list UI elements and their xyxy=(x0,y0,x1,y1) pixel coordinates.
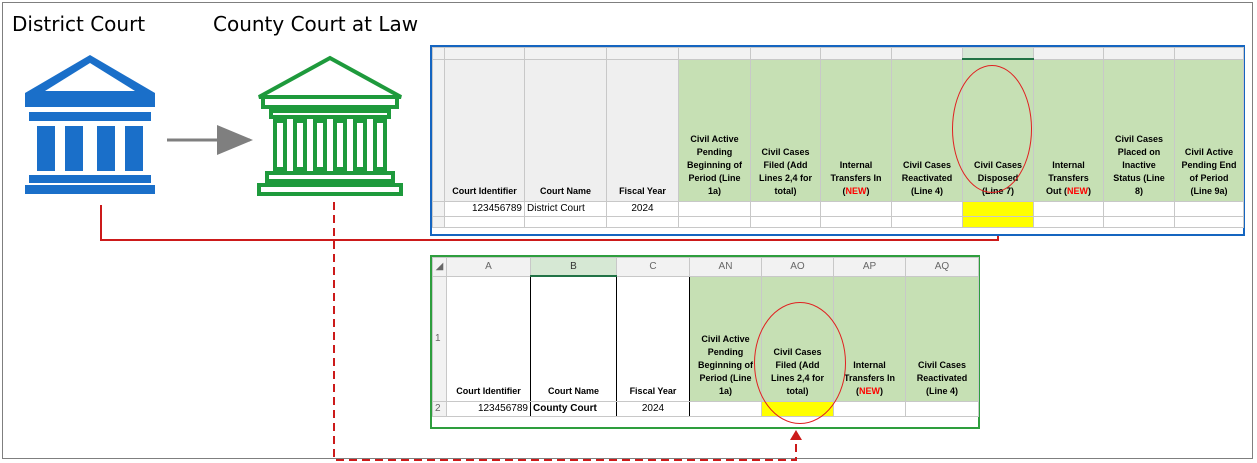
cell-fiscal-year[interactable]: 2024 xyxy=(606,200,679,217)
header-court-identifier[interactable]: Court Identifier xyxy=(444,58,525,202)
cell-empty[interactable] xyxy=(750,200,821,217)
courthouse-outline-icon xyxy=(257,55,403,196)
column-letter xyxy=(606,47,679,60)
column-letter[interactable]: AO xyxy=(761,257,834,277)
header-civil-cases-reactivated[interactable]: Civil Cases Reactivated (Line 4) xyxy=(905,275,979,402)
courthouse-icon xyxy=(25,55,155,194)
column-letter[interactable]: A xyxy=(446,257,531,277)
new-badge: NEW xyxy=(1067,185,1088,196)
header-civil-active-pending-end[interactable]: Civil Active Pending End of Period (Line… xyxy=(1174,58,1244,202)
cell-court-identifier[interactable]: 123456789 xyxy=(444,200,525,217)
row-number xyxy=(432,58,445,202)
column-letter xyxy=(1103,47,1175,60)
column-letter[interactable]: B xyxy=(530,257,617,277)
column-letter[interactable]: AQ xyxy=(905,257,979,277)
header-civil-cases-filed[interactable]: Civil Cases Filed (Add Lines 2,4 for tot… xyxy=(750,58,821,202)
cell-empty[interactable] xyxy=(1103,215,1175,228)
header-internal-transfers-in[interactable]: Internal Transfers In (NEW) xyxy=(820,58,892,202)
column-letter[interactable]: C xyxy=(616,257,690,277)
header-internal-transfers-out[interactable]: Internal Transfers Out (NEW) xyxy=(1033,58,1104,202)
header-court-identifier[interactable]: Court Identifier xyxy=(446,275,531,402)
cell-empty[interactable] xyxy=(1103,200,1175,217)
header-court-name[interactable]: Court Name xyxy=(530,275,617,402)
cell-empty[interactable] xyxy=(689,400,762,417)
header-civil-cases-filed[interactable]: Civil Cases Filed (Add Lines 2,4 for tot… xyxy=(761,275,834,402)
row-number xyxy=(432,200,445,217)
header-civil-cases-inactive[interactable]: Civil Cases Placed on Inactive Status (L… xyxy=(1103,58,1175,202)
header-civil-cases-disposed[interactable]: Civil Cases Disposed (Line 7) xyxy=(962,58,1034,202)
cell-court-name[interactable]: County Court xyxy=(530,400,617,417)
header-fiscal-year[interactable]: Fiscal Year xyxy=(616,275,690,402)
cell-empty[interactable] xyxy=(891,200,963,217)
header-fiscal-year[interactable]: Fiscal Year xyxy=(606,58,679,202)
cell-empty[interactable] xyxy=(1174,215,1244,228)
column-letter xyxy=(962,47,1034,60)
cell-empty[interactable] xyxy=(891,215,963,228)
column-letter xyxy=(444,47,525,60)
cell-court-identifier[interactable]: 123456789 xyxy=(446,400,531,417)
column-letter xyxy=(891,47,963,60)
row-number[interactable]: 2 xyxy=(432,400,447,417)
header-civil-active-pending-beginning[interactable]: Civil Active Pending Beginning of Period… xyxy=(689,275,762,402)
header-internal-transfers-in[interactable]: Internal Transfers In (NEW) xyxy=(833,275,906,402)
county-court-label: County Court at Law xyxy=(213,12,419,36)
cell-empty[interactable] xyxy=(606,215,679,228)
column-letter xyxy=(678,47,751,60)
row-number[interactable]: 1 xyxy=(432,275,447,402)
cell-fiscal-year[interactable]: 2024 xyxy=(616,400,690,417)
cell-empty[interactable] xyxy=(524,215,607,228)
cell-empty[interactable] xyxy=(678,215,751,228)
cell-empty[interactable] xyxy=(1033,215,1104,228)
cell-empty[interactable] xyxy=(678,200,751,217)
cell-empty[interactable] xyxy=(444,215,525,228)
column-letter xyxy=(1033,47,1104,60)
column-letter xyxy=(1174,47,1244,60)
county-connector-arrowhead xyxy=(790,430,802,440)
cell-disposed-highlight[interactable] xyxy=(962,215,1034,228)
column-letter[interactable]: AN xyxy=(689,257,762,277)
column-letter xyxy=(750,47,821,60)
corner-cell xyxy=(432,47,445,60)
cell-empty[interactable] xyxy=(750,215,821,228)
cell-empty[interactable] xyxy=(905,400,979,417)
corner-cell: ◢ xyxy=(432,257,447,277)
column-letter[interactable]: AP xyxy=(833,257,906,277)
column-letter xyxy=(524,47,607,60)
header-civil-cases-reactivated[interactable]: Civil Cases Reactivated (Line 4) xyxy=(891,58,963,202)
county-court-spreadsheet: ◢ A B C AN AO AP AQ 1 Court Identifier C… xyxy=(430,255,980,429)
header-court-name[interactable]: Court Name xyxy=(524,58,607,202)
header-civil-active-pending-beginning[interactable]: Civil Active Pending Beginning of Period… xyxy=(678,58,751,202)
cell-disposed-highlight[interactable] xyxy=(962,200,1034,217)
new-badge: NEW xyxy=(859,385,880,396)
row-number xyxy=(432,215,445,228)
district-court-spreadsheet: Court Identifier Court Name Fiscal Year … xyxy=(430,45,1245,236)
column-letter xyxy=(820,47,892,60)
county-connector xyxy=(333,202,797,461)
cell-empty[interactable] xyxy=(1033,200,1104,217)
new-badge: NEW xyxy=(845,185,867,196)
cell-filed-highlight[interactable] xyxy=(761,400,834,417)
cell-empty[interactable] xyxy=(820,200,892,217)
cell-empty[interactable] xyxy=(820,215,892,228)
district-court-label: District Court xyxy=(12,12,146,36)
cell-empty[interactable] xyxy=(1174,200,1244,217)
cell-empty[interactable] xyxy=(833,400,906,417)
cell-court-name[interactable]: District Court xyxy=(524,200,607,217)
